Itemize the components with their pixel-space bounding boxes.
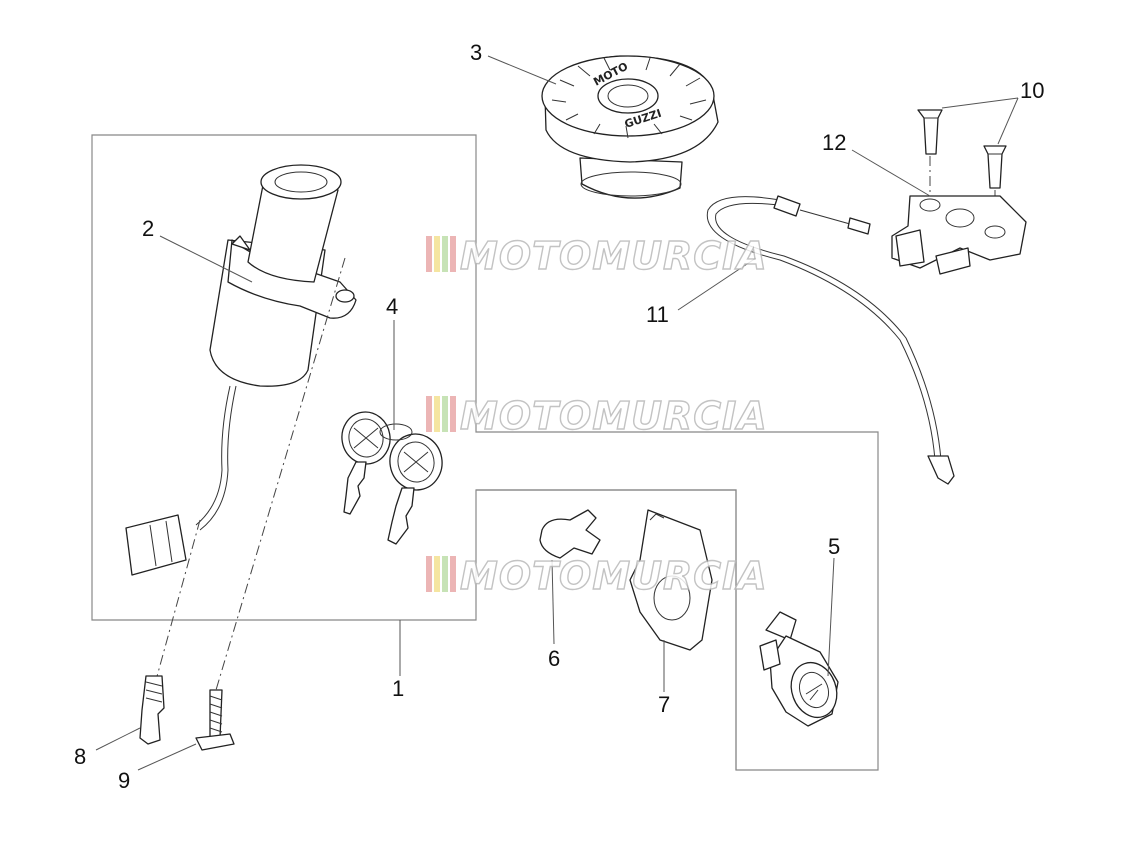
callout-7: 7	[658, 692, 670, 717]
watermark-text: MOTOMURCIA	[460, 554, 768, 598]
assembly-frame-seat-lock	[476, 489, 737, 770]
ignition-switch	[125, 164, 357, 576]
seat-lock-bracket	[891, 195, 1027, 275]
watermark-text: MOTOMURCIA	[460, 394, 768, 438]
leader-lines	[95, 55, 1019, 771]
callout-6: 6	[548, 646, 560, 671]
watermark-text: MOTOMURCIA	[460, 234, 768, 278]
callout-10: 10	[1020, 78, 1044, 103]
fuel-cap: MOTO GUZZI	[541, 55, 719, 199]
bolts	[139, 257, 346, 751]
callout-4: 4	[386, 294, 398, 319]
assembly-frame-ignition	[91, 134, 879, 771]
callout-9: 9	[118, 768, 130, 793]
callout-8: 8	[74, 744, 86, 769]
callout-labels: 1 2 3 4 5 6 7 8 9 10 11 12	[74, 40, 1044, 793]
callout-2: 2	[142, 216, 154, 241]
watermark-1: MOTOMURCIA	[426, 233, 768, 279]
watermark-3: MOTOMURCIA	[426, 553, 768, 599]
lock-plate	[629, 509, 713, 651]
callout-11: 11	[646, 302, 669, 327]
spring-clip	[539, 509, 601, 559]
key-pair	[341, 411, 443, 545]
callout-3: 3	[470, 40, 482, 65]
watermark-2: MOTOMURCIA	[426, 393, 768, 439]
release-cable	[706, 195, 955, 485]
callout-5: 5	[828, 534, 840, 559]
callout-1: 1	[392, 676, 404, 701]
callout-12: 12	[822, 130, 846, 155]
seat-lock-cylinder	[759, 611, 839, 727]
